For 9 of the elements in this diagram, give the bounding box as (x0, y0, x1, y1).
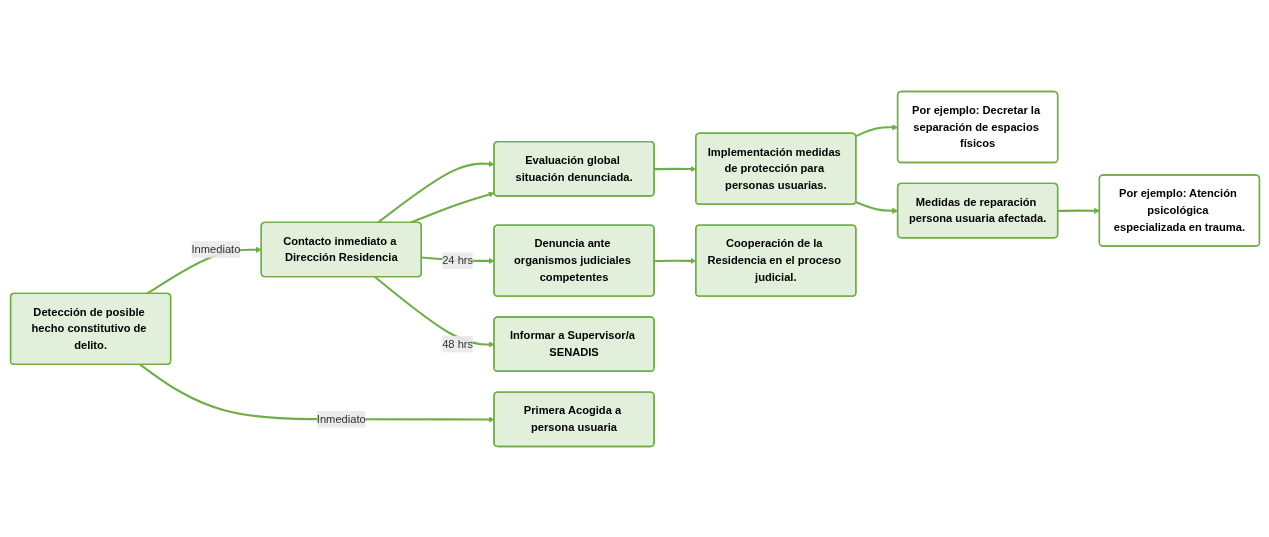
arrow (376, 160, 495, 224)
edge-label: 24 hrs (441, 253, 473, 266)
arrow (653, 165, 696, 172)
edge-label: Inmediato (316, 412, 366, 425)
arrow (855, 123, 898, 137)
arrow (653, 257, 696, 264)
arrow (855, 200, 898, 214)
edge-label: 48 hrs (441, 337, 473, 350)
edge-label: Inmediato (190, 242, 240, 255)
